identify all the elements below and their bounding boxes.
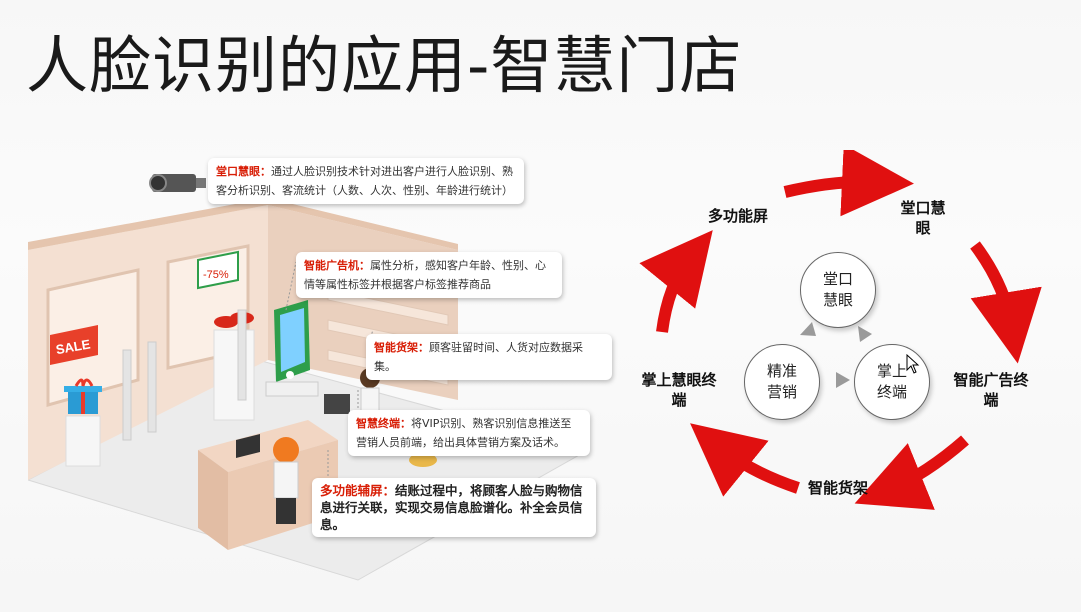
inner-circle-precision-marketing: 精准营销	[744, 344, 820, 420]
inner-arrow-2	[858, 326, 872, 342]
callout-multi-screen-head: 多功能辅屏：	[320, 483, 395, 498]
callout-smart-terminal-head: 智慧终端：	[356, 417, 411, 430]
cycle-node-smart-shelf: 智能货架	[808, 478, 868, 498]
inner-circle-entrance-eye: 堂口慧眼	[800, 252, 876, 328]
cycle-node-smart-ad: 智能广告终端	[952, 370, 1030, 410]
callout-smart-ad: 智能广告机：属性分析，感知客户年龄、性别、心情等属性标签并根据客户标签推荐商品	[296, 252, 562, 298]
callout-smart-ad-head: 智能广告机：	[304, 259, 370, 272]
callout-smart-shelf: 智能货架：顾客驻留时间、人货对应数据采集。	[366, 334, 612, 380]
inner-circle-precision-marketing-label: 精准营销	[765, 361, 799, 403]
arrow-screen-to-eye	[785, 182, 878, 192]
cycle-arrows	[662, 182, 1012, 490]
discount-sign-text: -75%	[203, 269, 229, 281]
cycle-node-multi-screen: 多功能屏	[708, 206, 768, 226]
cycle-node-palm-eye: 掌上慧眼终端	[640, 370, 718, 410]
cycle-node-entrance-eye-label: 堂口慧眼	[900, 199, 945, 237]
page-title: 人脸识别的应用-智慧门店	[26, 30, 742, 102]
cycle-node-multi-screen-label: 多功能屏	[708, 207, 768, 225]
arrow-ad-to-shelf	[888, 440, 965, 490]
callout-smart-shelf-head: 智能货架：	[374, 341, 429, 354]
customer	[273, 437, 299, 524]
inner-arrow-3	[836, 372, 850, 388]
cycle-node-smart-shelf-label: 智能货架	[808, 479, 868, 497]
arrow-palm-to-screen	[662, 258, 690, 332]
arrow-shelf-to-palm	[718, 446, 798, 488]
callout-multi-screen: 多功能辅屏：结账过程中，将顾客人脸与购物信息进行关联，实现交易信息脸谱化。补全会…	[312, 478, 596, 537]
inner-arrow-1	[800, 322, 816, 336]
inner-circle-palm-terminal-label: 掌上终端	[875, 361, 909, 403]
arrow-eye-to-ad	[975, 245, 1012, 328]
gift-box-icon	[64, 380, 102, 466]
cycle-node-palm-eye-label: 掌上慧眼终端	[641, 371, 716, 409]
callout-entrance-eye-head: 堂口慧眼：	[216, 165, 271, 178]
cycle-node-smart-ad-label: 智能广告终端	[953, 371, 1028, 409]
cycle-diagram	[620, 150, 1060, 530]
callout-smart-terminal: 智慧终端：将VIP识别、熟客识别信息推送至营销人员前端，给出具体营销方案及话术。	[348, 410, 590, 456]
inner-circle-entrance-eye-label: 堂口慧眼	[821, 269, 855, 311]
cycle-node-entrance-eye: 堂口慧眼	[900, 198, 946, 238]
camera-icon	[150, 174, 206, 192]
callout-entrance-eye: 堂口慧眼：通过人脸识别技术针对进出客户进行人脸识别、熟客分析识别、客流统计（人数…	[208, 158, 524, 204]
mouse-cursor-icon	[906, 354, 920, 374]
